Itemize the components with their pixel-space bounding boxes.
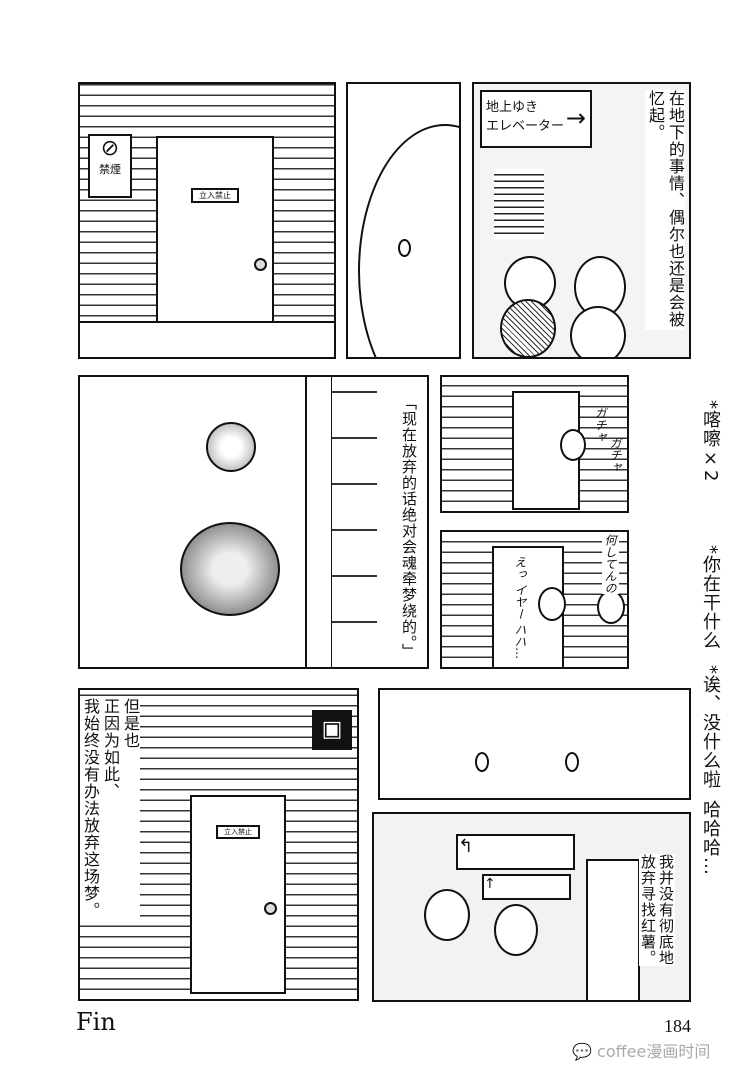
caption-line: 放弃寻找红薯。 xyxy=(639,854,657,966)
caption-line: 但是也 xyxy=(121,698,140,749)
caption-regret: 「现在放弃的话绝对会魂牵梦绕的。」 xyxy=(399,395,419,660)
panel-door-corridor: ⊘ 禁煙 立入禁止 xyxy=(78,82,336,359)
eye-right xyxy=(565,752,579,772)
wall xyxy=(332,377,377,667)
stairs xyxy=(494,169,544,239)
panel-station-walk: ↰ ↑ 我并没有彻底地 放弃寻找红薯。 xyxy=(372,812,691,1002)
sfx-gacha-2: ガチャ xyxy=(608,437,622,473)
pillar xyxy=(586,859,640,1000)
no-smoking-sign: ⊘ 禁煙 xyxy=(88,134,132,198)
note-haha: 哈哈哈… xyxy=(700,800,721,876)
character-right-body xyxy=(570,306,626,357)
sfx-nani-shitenno: 何してんの xyxy=(602,534,619,594)
door-sign: 立入禁止 xyxy=(216,825,260,839)
page-number: 184 xyxy=(664,1016,691,1036)
door-lock xyxy=(206,422,256,472)
panel-caught: えっ イヤー ハハ… 何してんの xyxy=(440,530,629,669)
no-smoking-icon: ⊘ xyxy=(100,136,120,161)
watermark-text: coffee漫画时间 xyxy=(597,1042,711,1061)
character-left-body xyxy=(500,299,556,357)
note-what-doing: *你在干什么 xyxy=(700,545,721,650)
eye xyxy=(398,239,411,257)
no-smoking-label: 禁煙 xyxy=(99,163,121,176)
floor xyxy=(80,321,334,357)
sfx-gacha-1: ガチャ xyxy=(593,407,607,443)
caption-memories: 在地下的事情、偶尔也还是会被忆起。 xyxy=(645,90,685,330)
fin-label: Fin xyxy=(76,1008,116,1036)
character-left xyxy=(424,889,470,941)
note-click: *喀嚓×2 xyxy=(700,400,721,483)
panel-station-corridor: 地上ゆき エレベーター → 在地下的事情、偶尔也还是会被忆起。 xyxy=(472,82,691,359)
sign-line-2: エレベーター xyxy=(486,119,565,134)
panel-door-lock-closeup: 「现在放弃的话绝对会魂牵梦绕的。」 xyxy=(78,375,429,669)
sign-line-1: 地上ゆき xyxy=(486,100,539,115)
door-sign: 立入禁止 xyxy=(191,188,239,203)
watermark: 💬 coffee漫画时间 xyxy=(572,1038,710,1062)
character xyxy=(560,429,586,461)
direction-sign: ↰ xyxy=(456,834,575,870)
panel-character-closeup xyxy=(346,82,461,359)
panel-face-closeup xyxy=(378,688,691,800)
note-nothing: *诶、没什么啦 xyxy=(700,665,721,789)
door-knob xyxy=(254,258,267,271)
door-knob xyxy=(264,902,277,915)
door-handle xyxy=(180,522,280,616)
panel-door-rattle: ガチャ ガチャ xyxy=(440,375,629,513)
caption-line: 我并没有彻底地 xyxy=(657,854,675,966)
character-left xyxy=(538,587,566,621)
train-sign: ▣ xyxy=(312,710,352,750)
door: 立入禁止 xyxy=(156,136,274,326)
wechat-icon: 💬 xyxy=(572,1042,592,1061)
exit-sign: ↑ xyxy=(482,874,571,900)
character-right xyxy=(494,904,538,956)
caption-cant-give-up: 但是也 正因为如此、 我始终没有办法放弃这场梦。 xyxy=(80,698,140,919)
caption-line: 正因为如此、 xyxy=(101,698,120,800)
panel-corridor-door: ▣ 立入禁止 但是也 正因为如此、 我始终没有办法放弃这场梦。 xyxy=(78,688,359,1001)
door: 立入禁止 xyxy=(190,795,286,994)
eye-left xyxy=(475,752,489,772)
door-frame xyxy=(305,377,333,667)
sfx-eh: えっ イヤー ハハ… xyxy=(513,556,527,660)
caption-line: 我始终没有办法放弃这场梦。 xyxy=(81,698,100,919)
elevator-sign: 地上ゆき エレベーター → xyxy=(480,90,592,148)
caption-sweet-potato: 我并没有彻底地 放弃寻找红薯。 xyxy=(639,854,675,966)
character-right xyxy=(597,590,625,624)
arrow-right-icon: → xyxy=(565,104,586,132)
